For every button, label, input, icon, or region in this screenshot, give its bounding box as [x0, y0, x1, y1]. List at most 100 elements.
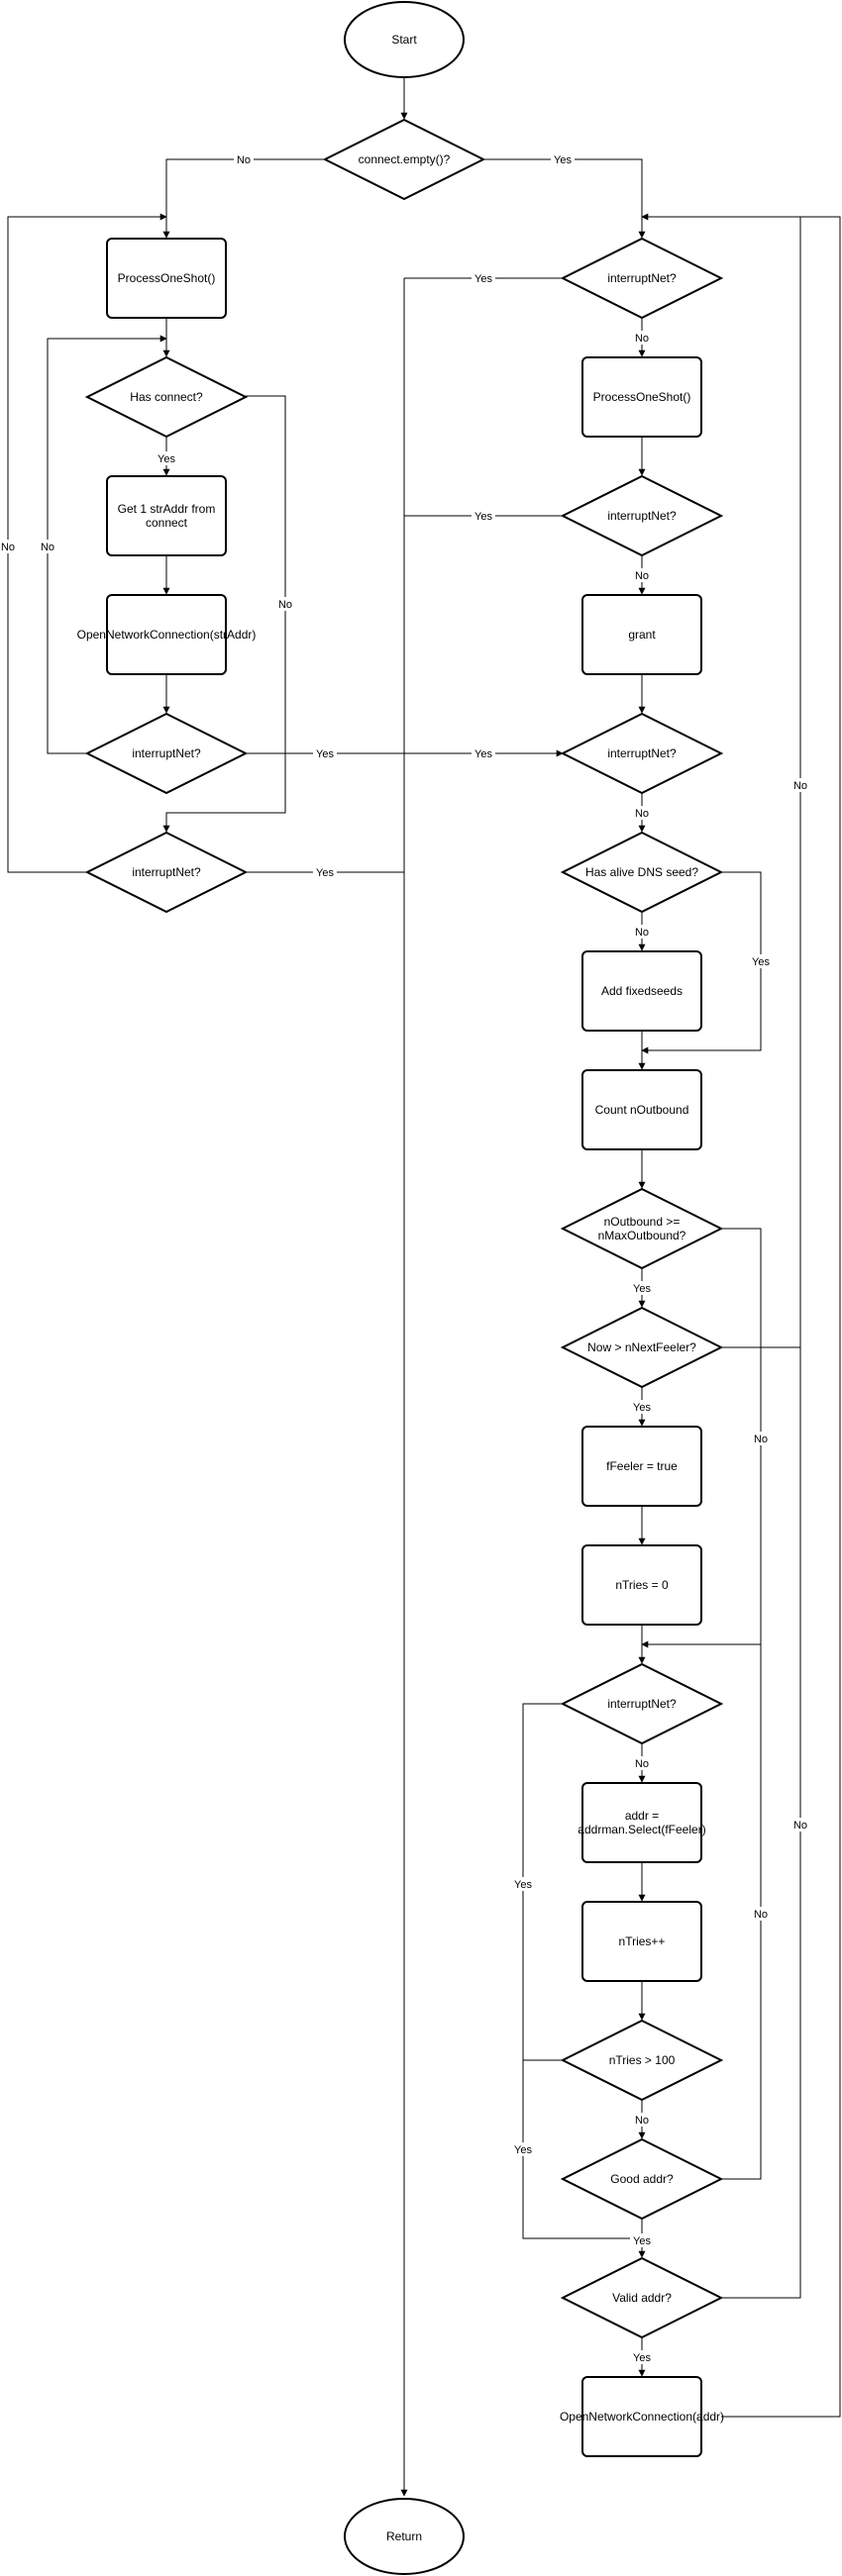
svg-text:Now > nNextFeeler?: Now > nNextFeeler?: [587, 1340, 696, 1354]
svg-text:No: No: [237, 154, 251, 166]
label-max-outbound-no: No: [751, 1432, 771, 1445]
node-open-conn-straddr: OpenNetworkConnection(strAddr): [77, 594, 256, 675]
svg-text:fFeeler = true: fFeeler = true: [606, 1459, 678, 1473]
label-valid-addr-no: No: [790, 1818, 810, 1832]
label-max-outbound-yes: Yes: [630, 1281, 654, 1295]
node-interrupt-left-1: interruptNet?: [84, 712, 249, 795]
svg-text:No: No: [635, 2115, 649, 2127]
edge-interrupt-right-4-yes: [522, 1703, 643, 2242]
edge-connect-empty-no: [162, 158, 325, 239]
edge-labels: No Yes Yes No No No Yes Yes: [0, 152, 810, 2364]
svg-text:Yes: Yes: [514, 1879, 532, 1891]
edge-valid-addr-no: [721, 1347, 801, 2299]
svg-text:Yes: Yes: [474, 748, 492, 760]
svg-text:Yes: Yes: [633, 1283, 651, 1295]
svg-text:Yes: Yes: [158, 453, 175, 465]
node-process-one-shot-left: ProcessOneShot(): [106, 238, 227, 319]
label-interrupt-right-2-no: No: [632, 568, 652, 582]
node-next-feeler: Now > nNextFeeler?: [560, 1306, 724, 1389]
svg-text:Has alive DNS seed?: Has alive DNS seed?: [585, 865, 698, 879]
svg-text:No: No: [754, 1909, 768, 1921]
svg-text:nTries = 0: nTries = 0: [615, 1578, 669, 1592]
node-process-one-shot-right: ProcessOneShot(): [581, 356, 702, 438]
svg-text:Yes: Yes: [514, 2144, 532, 2156]
label-interrupt-left-2-no: No: [0, 540, 18, 553]
label-interrupt-right-4-no: No: [632, 1756, 652, 1770]
svg-text:No: No: [793, 1820, 807, 1832]
label-next-feeler-yes: Yes: [630, 1400, 654, 1414]
svg-text:interruptNet?: interruptNet?: [607, 271, 677, 285]
svg-text:connect.empty()?: connect.empty()?: [359, 152, 451, 166]
svg-text:Good addr?: Good addr?: [610, 2172, 674, 2186]
svg-text:interruptNet?: interruptNet?: [132, 865, 201, 879]
node-return: Return: [344, 2498, 465, 2575]
label-interrupt-right-3-no: No: [632, 806, 652, 820]
svg-text:No: No: [635, 1758, 649, 1770]
svg-text:No: No: [278, 599, 292, 611]
svg-text:Valid addr?: Valid addr?: [612, 2291, 672, 2305]
svg-text:No: No: [635, 333, 649, 345]
svg-text:Yes: Yes: [633, 2352, 651, 2364]
node-good-addr: Good addr?: [560, 2137, 724, 2221]
svg-text:Yes: Yes: [316, 748, 334, 760]
node-valid-addr: Valid addr?: [560, 2256, 724, 2339]
label-dns-yes: Yes: [749, 954, 773, 968]
svg-text:No: No: [635, 808, 649, 820]
svg-text:nMaxOutbound?: nMaxOutbound?: [598, 1229, 686, 1242]
node-interrupt-left-2: interruptNet?: [84, 831, 249, 914]
svg-text:Has connect?: Has connect?: [130, 390, 203, 404]
node-ntries-zero: nTries = 0: [581, 1544, 702, 1626]
svg-text:No: No: [635, 570, 649, 582]
edge-open-addr-loop: [721, 216, 841, 2418]
svg-text:interruptNet?: interruptNet?: [607, 509, 677, 523]
edge-has-connect-no: [162, 395, 286, 833]
svg-text:interruptNet?: interruptNet?: [607, 746, 677, 760]
node-ntries-gt: nTries > 100: [560, 2019, 724, 2102]
svg-text:Get 1 strAddr from: Get 1 strAddr from: [118, 502, 216, 516]
svg-text:No: No: [41, 542, 54, 553]
svg-text:addrman.Select(fFeeler): addrman.Select(fFeeler): [578, 1823, 705, 1836]
svg-text:nTries++: nTries++: [619, 1934, 666, 1948]
node-add-fixedseeds: Add fixedseeds: [581, 950, 702, 1032]
label-has-connect-yes: Yes: [155, 451, 178, 465]
svg-text:Return: Return: [386, 2529, 422, 2543]
label-ntries-gt-yes: Yes: [511, 2142, 535, 2156]
node-grant: grant: [581, 594, 702, 675]
svg-text:ProcessOneShot(): ProcessOneShot(): [118, 271, 216, 285]
svg-text:interruptNet?: interruptNet?: [607, 1697, 677, 1711]
svg-text:interruptNet?: interruptNet?: [132, 746, 201, 760]
svg-text:Yes: Yes: [752, 956, 770, 968]
label-interrupt-left-1-no: No: [38, 540, 57, 553]
svg-text:Add fixedseeds: Add fixedseeds: [601, 984, 683, 998]
svg-text:Count nOutbound: Count nOutbound: [595, 1103, 689, 1117]
svg-text:No: No: [754, 1434, 768, 1445]
node-interrupt-right-2: interruptNet?: [560, 474, 724, 557]
svg-text:addr =: addr =: [625, 1809, 659, 1823]
svg-text:No: No: [1, 542, 15, 553]
svg-text:OpenNetworkConnection(addr): OpenNetworkConnection(addr): [560, 2410, 724, 2424]
label-interrupt-left-1-yes: Yes: [313, 746, 337, 760]
label-interrupt-right-4-yes: Yes: [511, 1877, 535, 1891]
node-has-connect: Has connect?: [84, 355, 249, 439]
svg-text:Yes: Yes: [554, 154, 572, 166]
svg-text:Start: Start: [391, 33, 417, 47]
node-dns-seed: Has alive DNS seed?: [560, 831, 724, 914]
label-connect-empty-yes: Yes: [551, 152, 575, 166]
node-connect-empty: connect.empty()?: [322, 118, 486, 201]
svg-text:Yes: Yes: [474, 511, 492, 523]
svg-text:Yes: Yes: [633, 1402, 651, 1414]
edge-connect-empty-yes: [483, 158, 646, 239]
svg-text:connect: connect: [146, 516, 188, 530]
label-next-feeler-no: No: [790, 778, 810, 792]
nodes: Start connect.empty()? ProcessOneShot() …: [77, 1, 724, 2575]
label-has-connect-no: No: [275, 597, 295, 611]
node-interrupt-right-3: interruptNet?: [560, 712, 724, 795]
node-open-conn-addr: OpenNetworkConnection(addr): [560, 2376, 724, 2457]
node-addr-select: addr = addrman.Select(fFeeler): [578, 1782, 706, 1863]
label-valid-addr-yes: Yes: [630, 2350, 654, 2364]
svg-text:Yes: Yes: [633, 2235, 651, 2247]
label-good-addr-no: No: [751, 1907, 771, 1921]
svg-text:nOutbound >=: nOutbound >=: [604, 1215, 681, 1229]
svg-text:No: No: [793, 780, 807, 792]
